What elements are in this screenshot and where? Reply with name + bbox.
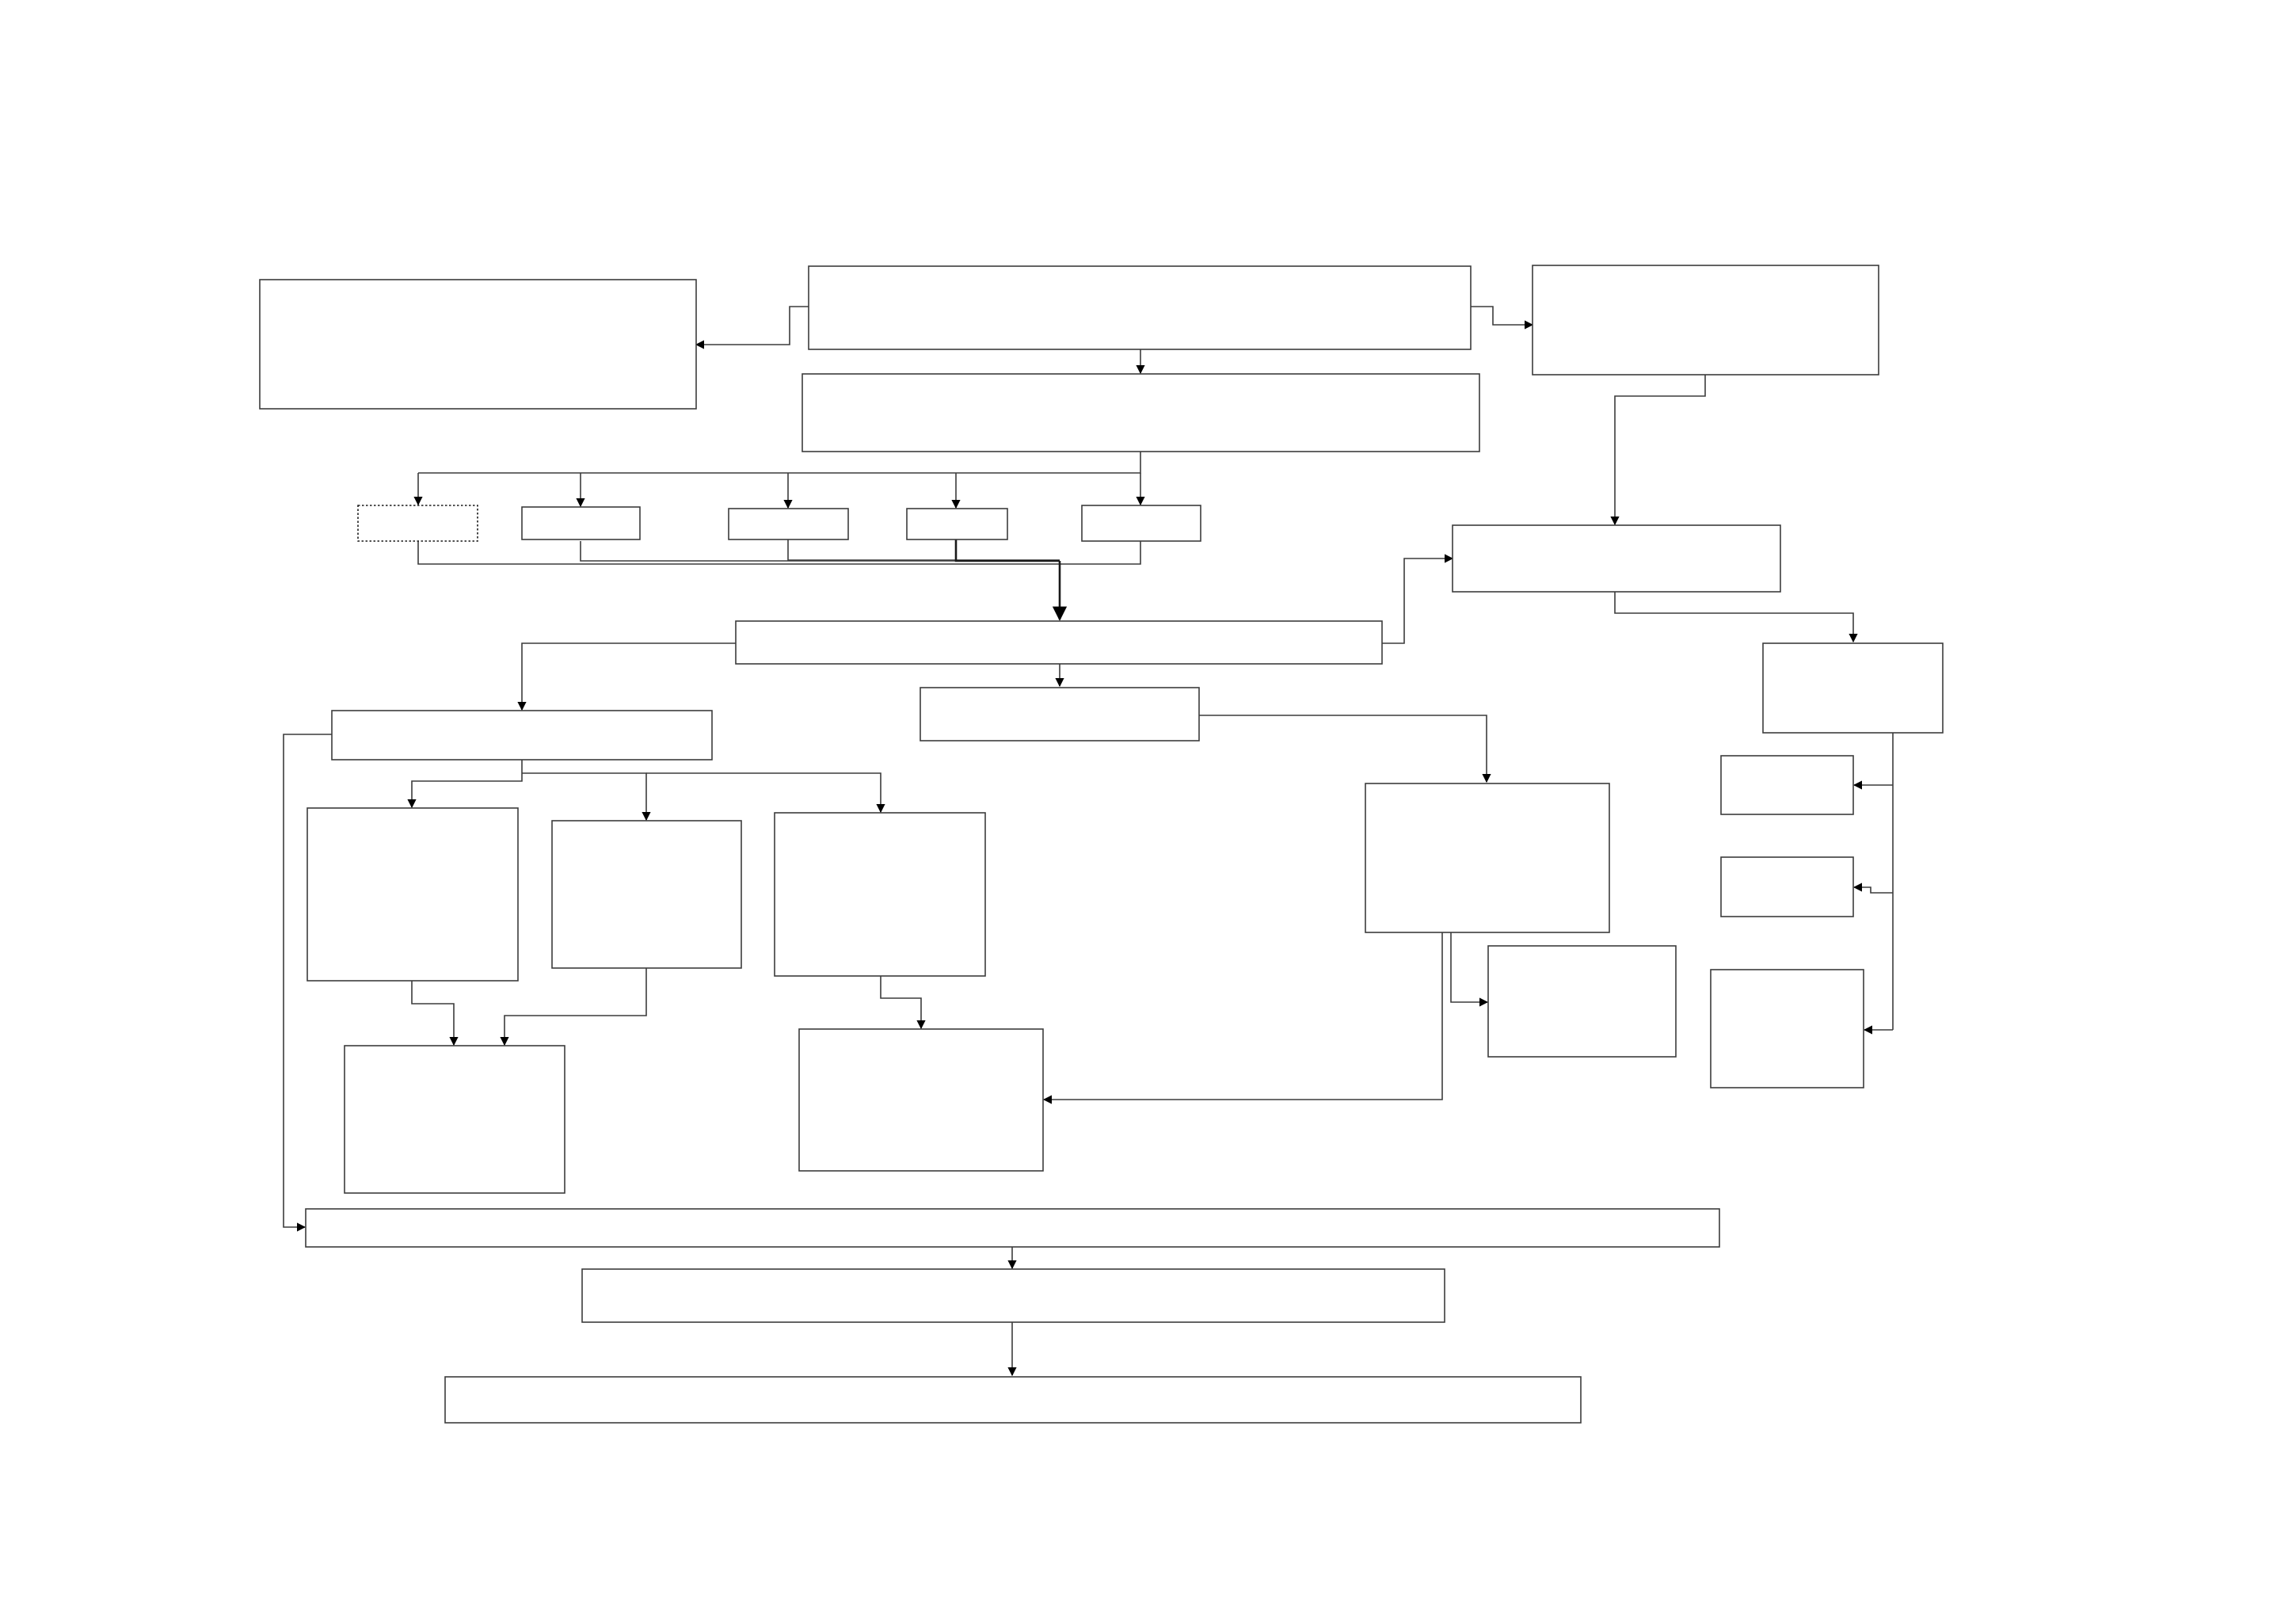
connector-rightcenter-to-centerbottom (1042, 932, 1443, 1104)
left-child-box-2 (551, 820, 742, 969)
connector-rightcenter-to-child (1450, 932, 1489, 1007)
connector-central-to-rightmiddle (1382, 554, 1454, 644)
connector-farright-to-small-2 (1852, 883, 1893, 894)
center-small-box (920, 687, 1200, 741)
left-child-box-1 (307, 807, 519, 982)
right-medium-box (1710, 969, 1864, 1088)
left-child-box-3 (774, 812, 986, 977)
connector-second-to-options-trunk (418, 452, 1141, 474)
option-box-3 (728, 508, 849, 540)
center-bottom-box (798, 1028, 1044, 1172)
left-bottom-box (344, 1045, 565, 1194)
wide-bar-3 (444, 1376, 1582, 1424)
option-box-4 (906, 508, 1008, 540)
option-box-1-dotted (357, 505, 478, 542)
wide-bar-1 (305, 1208, 1720, 1248)
central-bar-box (735, 620, 1383, 665)
right-small-box-1 (1720, 755, 1854, 815)
right-middle-box (1452, 524, 1781, 593)
connector-central-to-leftbranch (517, 642, 736, 711)
connector-option-2-merge (580, 541, 1060, 562)
nodes (259, 265, 1944, 1424)
connector-leftbranch-to-child-2 (522, 772, 651, 822)
connector-leftbranch-to-child-1 (407, 760, 523, 809)
connector-topcenter-to-topright (1471, 306, 1534, 330)
wide-bar-2 (581, 1268, 1445, 1323)
option-box-2 (521, 506, 641, 540)
connector-child-3-to-centerbottom (880, 976, 926, 1030)
connector-centersmall-to-rightcenter (1199, 715, 1491, 783)
second-center-box (802, 373, 1480, 452)
connector-option-4-merge (954, 539, 1060, 562)
connectors (283, 306, 1894, 1377)
right-center-child-box (1487, 945, 1677, 1058)
option-box-5 (1081, 505, 1201, 542)
left-branch-box (331, 710, 713, 761)
connector-option-3-merge (787, 539, 1060, 561)
connector-topright-to-rightmiddle (1610, 375, 1706, 526)
right-center-box (1365, 783, 1610, 933)
connector-child-1-to-leftbottom (411, 981, 459, 1046)
connector-leftbranch-to-child-3 (646, 772, 885, 814)
connector-rightmiddle-to-farright (1614, 592, 1858, 643)
top-center-box (808, 265, 1472, 350)
right-small-box-2 (1720, 856, 1854, 917)
connector-option-5-merge (1060, 541, 1141, 565)
top-right-box (1532, 265, 1879, 376)
connector-option-1-merge (417, 541, 1060, 565)
connector-leftbranch-to-widebar1 (283, 734, 332, 1232)
connector-child-2-to-leftbottom (500, 968, 647, 1046)
connector-topcenter-to-topleft (695, 306, 809, 349)
top-left-box (259, 279, 697, 410)
far-right-box (1762, 642, 1944, 734)
